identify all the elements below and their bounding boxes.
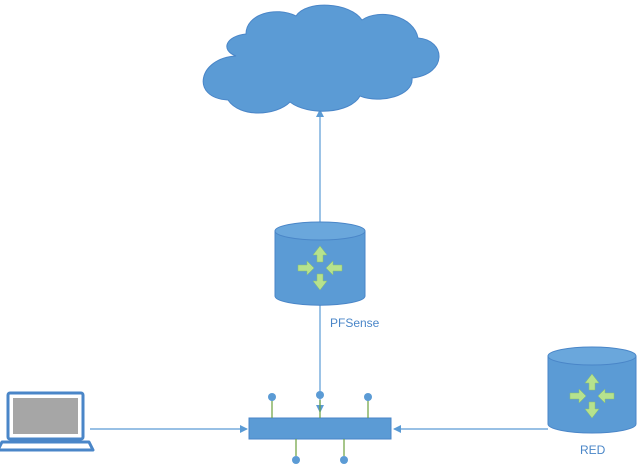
remote-router[interactable]	[547, 346, 637, 434]
cloud-icon	[202, 4, 440, 114]
remote-router-label: RED	[580, 443, 606, 457]
laptop-icon[interactable]	[0, 391, 95, 452]
router-icon	[547, 346, 637, 434]
router-icon	[274, 221, 366, 306]
firewall-router[interactable]	[274, 221, 366, 306]
firewall-label: PFSense	[330, 316, 380, 330]
switch-icon[interactable]	[248, 391, 392, 464]
